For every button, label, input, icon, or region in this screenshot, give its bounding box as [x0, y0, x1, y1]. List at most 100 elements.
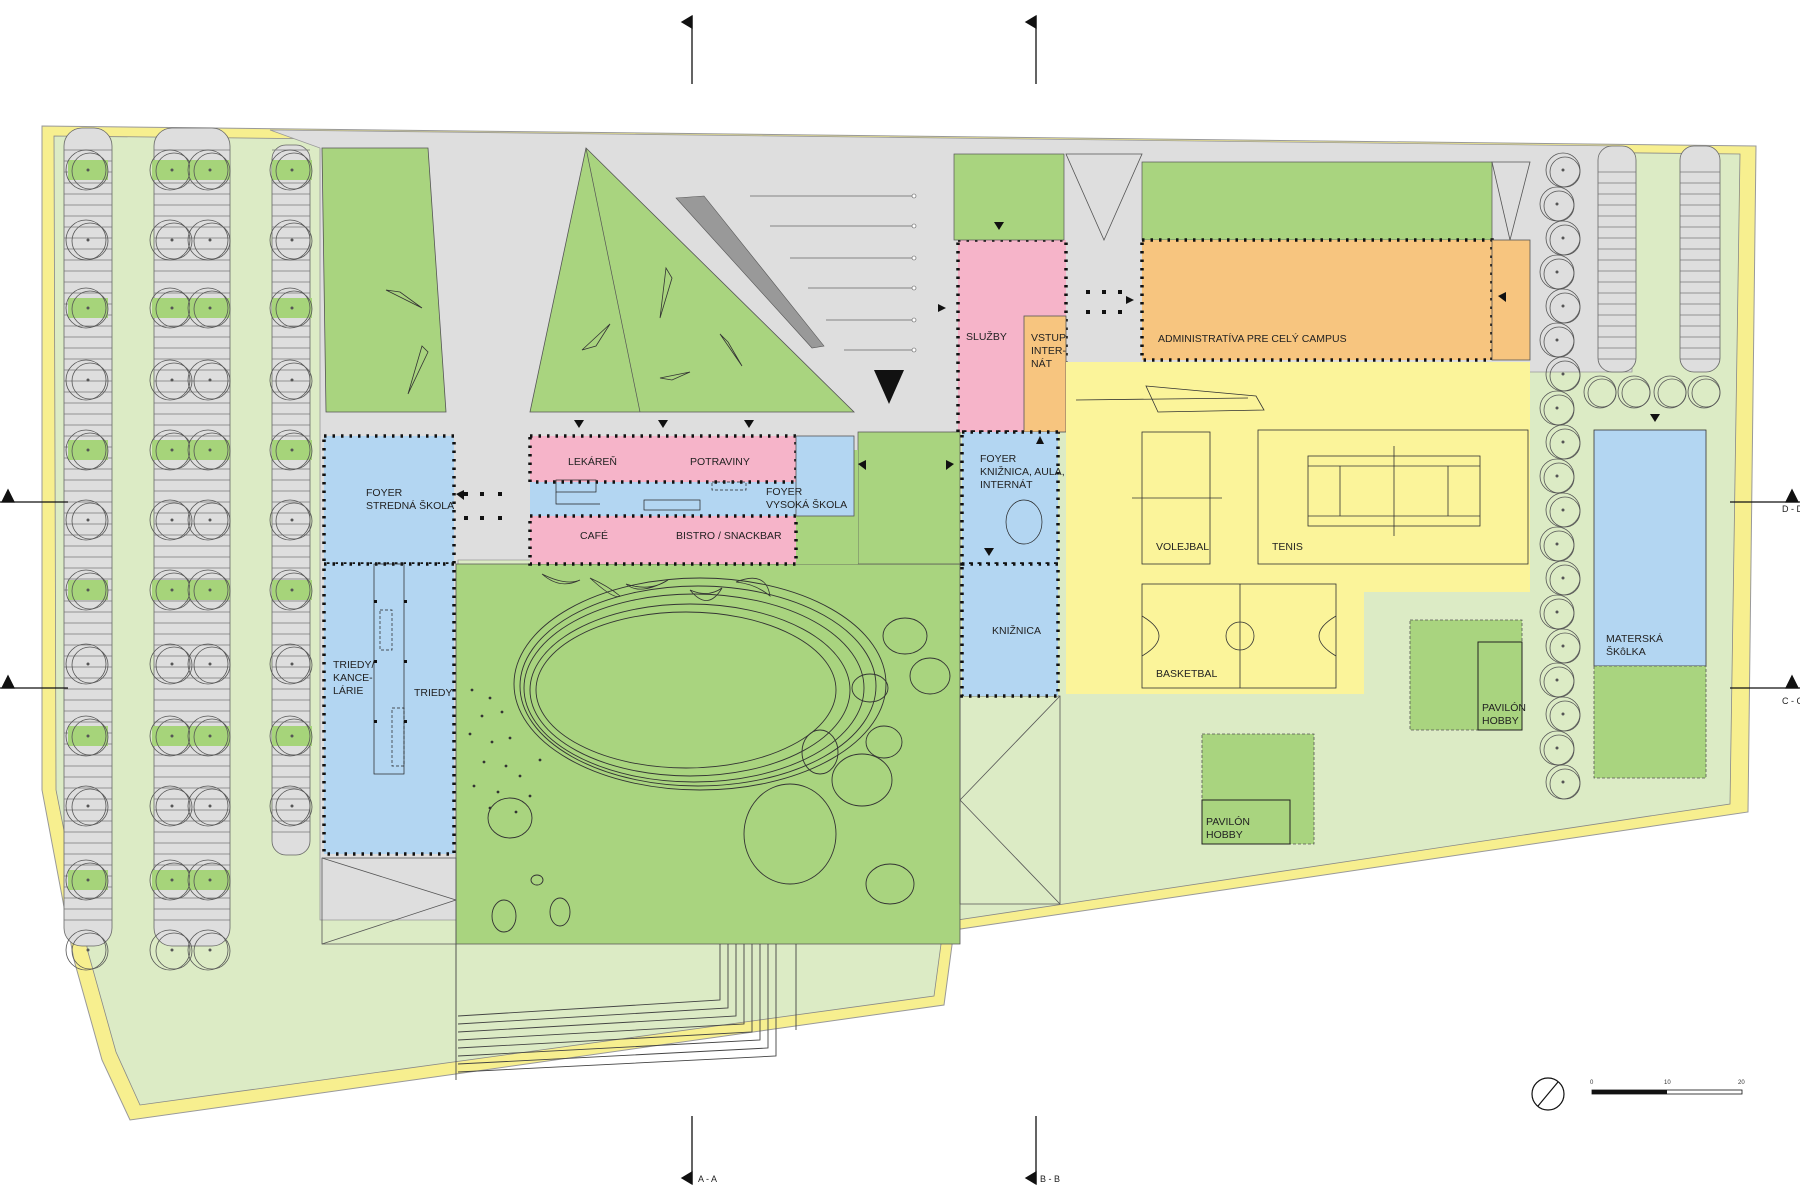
tree-icon: [65, 219, 109, 261]
tree-icon: [269, 429, 313, 471]
services-block: [953, 153, 1068, 698]
tree-icon: [149, 785, 193, 827]
label-kniznica: KNIŽNICA: [992, 624, 1041, 637]
tree-icon: [1539, 662, 1575, 698]
tree-icon: [1545, 220, 1581, 256]
university-block: [528, 434, 855, 566]
tree-icon: [65, 785, 109, 827]
label-foyer-kniznica-2: KNIŽNICA, AULA,: [980, 465, 1065, 478]
label-sluzby: SLUŽBY: [966, 330, 1007, 343]
tree-icon: [187, 929, 231, 971]
label-basketbal: BASKETBAL: [1156, 668, 1217, 680]
kindergarten-area: [1201, 429, 1707, 845]
tree-icon: [1545, 560, 1581, 596]
tree-icon: [187, 287, 231, 329]
tree-icon: [65, 929, 109, 971]
label-pavilon-right-2: HOBBY: [1482, 715, 1519, 727]
label-cafe: CAFÉ: [580, 529, 608, 542]
tree-icon: [65, 287, 109, 329]
label-foyer-kniznica-1: FOYER: [980, 453, 1017, 465]
tree-icon: [1583, 375, 1617, 409]
tree-icon: [1539, 322, 1575, 358]
label-materska-2: ŠKôLKA: [1606, 645, 1646, 658]
tree-icon: [1539, 254, 1575, 290]
section-flag-icon: [0, 14, 1800, 1186]
section-markers: [0, 14, 1800, 1186]
section-b-label: B - B: [1040, 1174, 1060, 1184]
tree-icon: [1545, 356, 1581, 392]
label-foyer-vysoka-2: VYSOKÁ ŠKOLA: [766, 498, 847, 511]
label-pavilon-right-1: PAVILÓN: [1482, 701, 1526, 714]
tree-icon: [269, 499, 313, 541]
label-triedy-kancelarie-1: TRIEDY/: [333, 659, 375, 671]
tree-icon: [187, 219, 231, 261]
tree-icon: [269, 287, 313, 329]
section-c-label: C - C: [1782, 696, 1800, 706]
tree-icon: [1539, 186, 1575, 222]
tree-icon: [269, 219, 313, 261]
central-park: [321, 431, 1061, 1080]
scale-20: 20: [1738, 1080, 1745, 1086]
label-foyer-kniznica-3: INTERNÁT: [980, 478, 1033, 491]
tree-icon: [187, 569, 231, 611]
tree-icon: [269, 569, 313, 611]
label-vstup-internat-3: NÁT: [1031, 357, 1053, 370]
label-vstup-internat-1: VSTUP: [1031, 332, 1066, 344]
label-potraviny: POTRAVINY: [690, 456, 750, 468]
tree-icon: [65, 569, 109, 611]
label-volejbal: VOLEJBAL: [1156, 541, 1209, 553]
label-tenis: TENIS: [1272, 541, 1303, 553]
tree-icon: [269, 149, 313, 191]
tree-icon: [149, 499, 193, 541]
tree-icon: [1545, 492, 1581, 528]
triangle-marker-icon: [456, 222, 1660, 556]
tree-icon: [187, 499, 231, 541]
label-foyer-stredna-1: FOYER: [366, 487, 403, 499]
tree-icon: [187, 643, 231, 685]
north-arrow-icon: [1531, 1077, 1565, 1111]
tree-icon: [149, 359, 193, 401]
scale-bar: 0 10 20: [1590, 1080, 1745, 1095]
section-a-label: A - A: [698, 1174, 717, 1184]
label-foyer-stredna-2: STREDNÁ ŠKOLA: [366, 499, 454, 512]
tree-icon: [1539, 390, 1575, 426]
tree-icon: [65, 429, 109, 471]
tree-icon: [269, 715, 313, 757]
administration-block: [1065, 153, 1531, 362]
tree-group: [65, 149, 1721, 971]
tree-icon: [1545, 424, 1581, 460]
tree-icon: [65, 859, 109, 901]
label-triedy: TRIEDY: [414, 687, 453, 699]
tree-icon: [149, 643, 193, 685]
tree-icon: [187, 149, 231, 191]
tree-icon: [187, 785, 231, 827]
tree-icon: [269, 643, 313, 685]
tree-icon: [187, 359, 231, 401]
label-triedy-kancelarie-2: KANCE-: [333, 672, 373, 684]
label-bistro: BISTRO / SNACKBAR: [676, 530, 782, 542]
tree-icon: [1539, 730, 1575, 766]
tree-icon: [1545, 152, 1581, 188]
label-materska-1: MATERSKÁ: [1606, 632, 1663, 645]
scale-10: 10: [1664, 1080, 1671, 1086]
tree-icon: [1539, 458, 1575, 494]
label-triedy-kancelarie-3: LÁRIE: [333, 684, 363, 697]
label-administrativa: ADMINISTRATÍVA PRE CELÝ CAMPUS: [1158, 332, 1347, 345]
tree-icon: [187, 429, 231, 471]
tree-icon: [269, 359, 313, 401]
tree-icon: [65, 499, 109, 541]
tree-icon: [1539, 594, 1575, 630]
label-foyer-vysoka-1: FOYER: [766, 486, 803, 498]
tree-icon: [1545, 628, 1581, 664]
lawn-triangles: [321, 147, 917, 413]
high-school-block: [322, 434, 456, 856]
tree-icon: [1617, 375, 1651, 409]
label-lekaren: LEKÁREŇ: [568, 455, 617, 468]
tree-icon: [269, 785, 313, 827]
tree-icon: [1653, 375, 1687, 409]
tree-icon: [65, 643, 109, 685]
tree-icon: [1539, 526, 1575, 562]
tree-icon: [149, 929, 193, 971]
label-vstup-internat-2: INTER-: [1031, 345, 1067, 357]
